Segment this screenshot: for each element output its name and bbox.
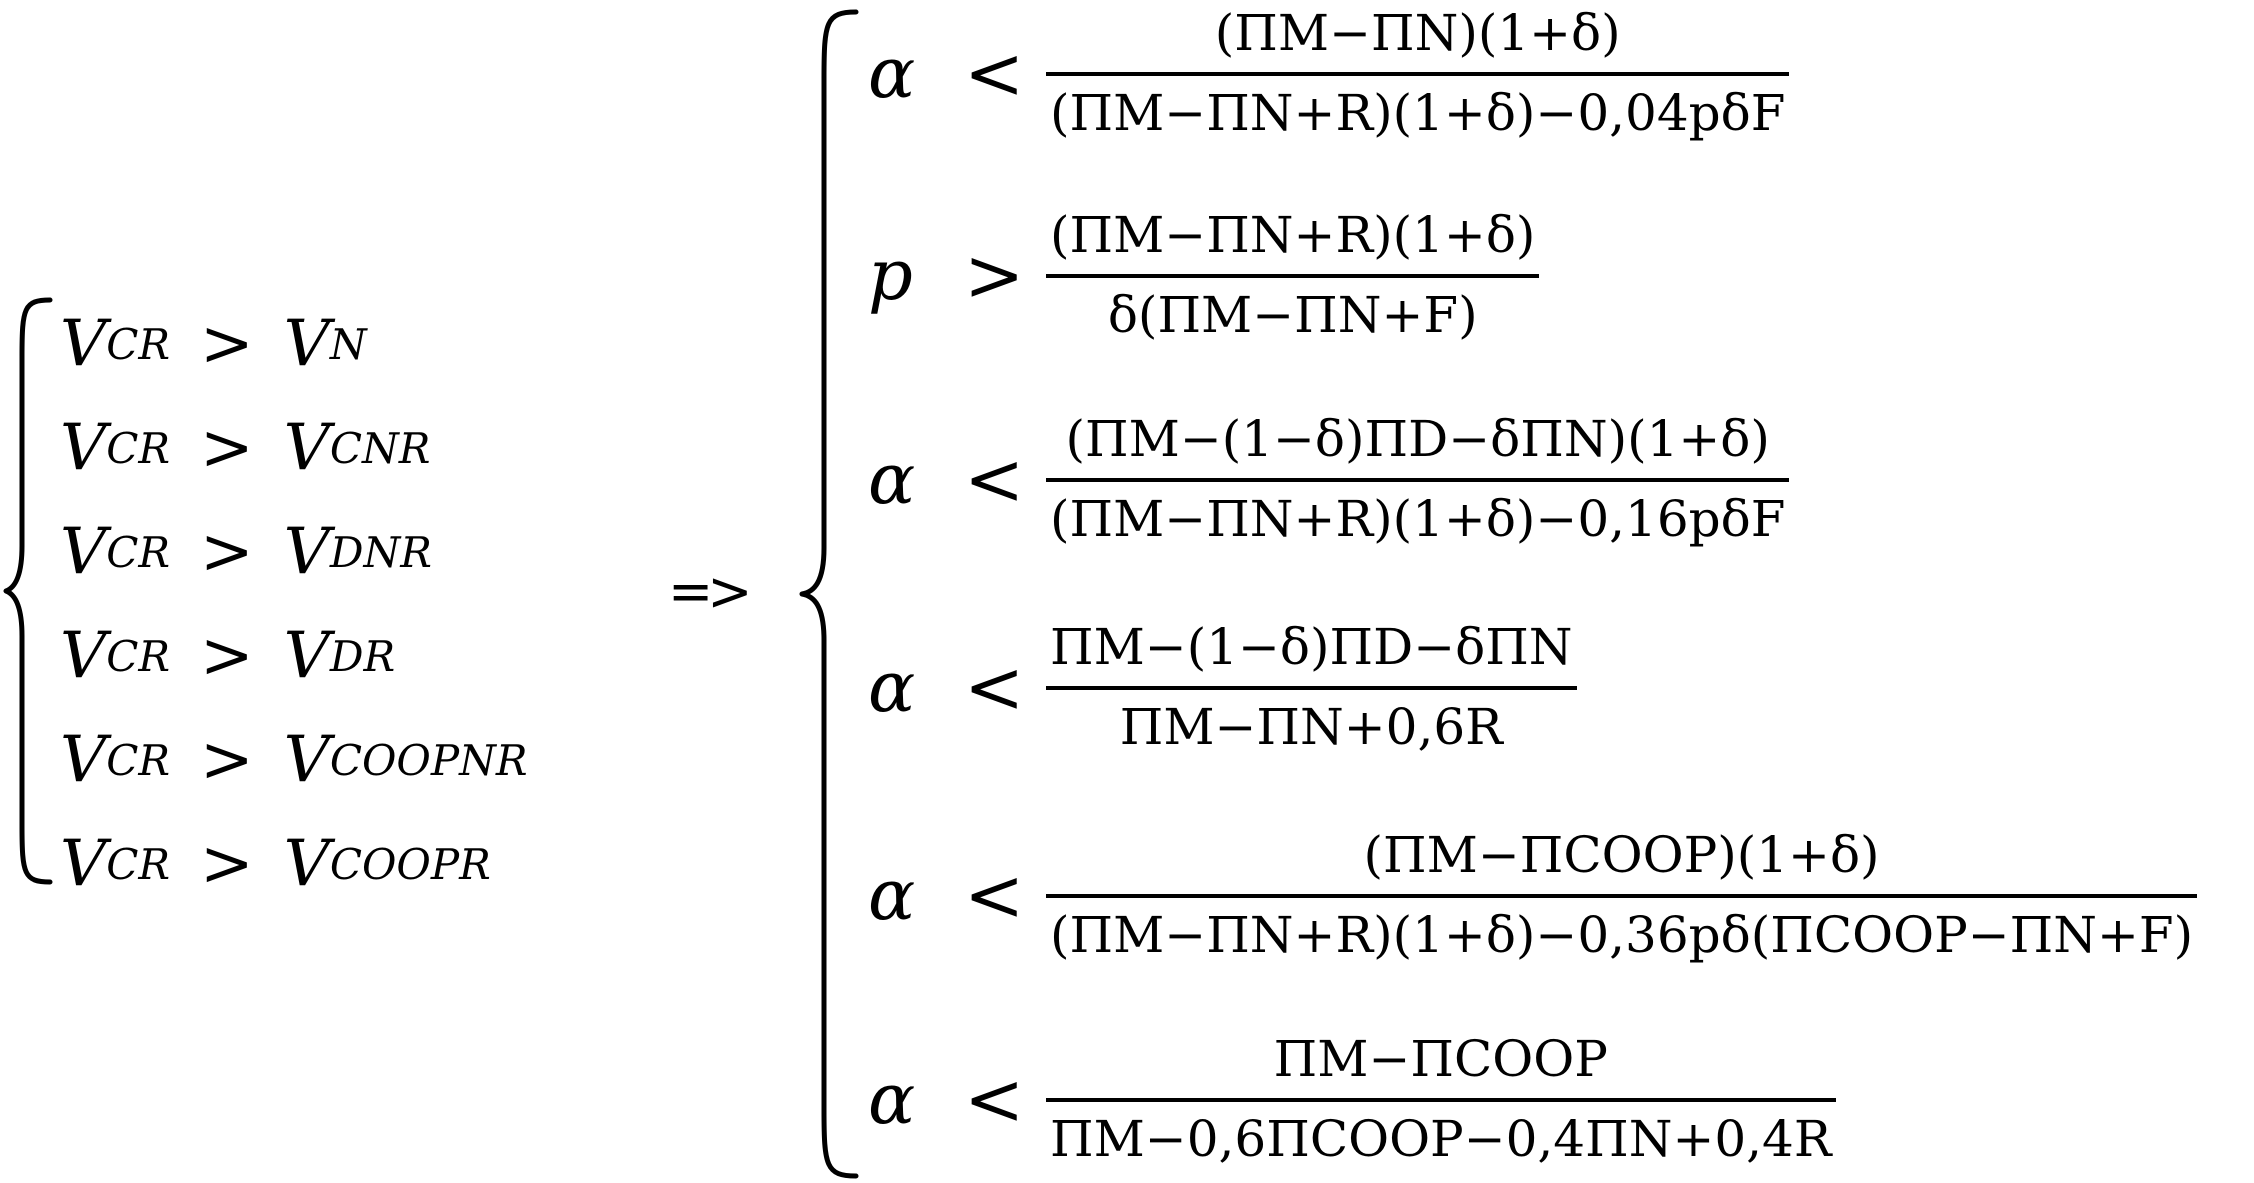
rhs-base: V — [283, 827, 330, 901]
fraction: (ΠM−ΠN+R)(1+δ) δ(ΠM−ΠN+F) — [1046, 206, 1540, 344]
relation-symbol: < — [964, 1057, 1025, 1141]
lhs-base: V — [60, 307, 107, 381]
fraction-denominator: (ΠM−ΠN+R)(1+δ)−0,36pδ(ΠCOOP−ΠN+F) — [1050, 906, 2194, 964]
lhs-base: V — [60, 411, 107, 485]
fraction-bar — [1046, 72, 1790, 76]
fraction-numerator: (ΠM−ΠN)(1+δ) — [1214, 4, 1621, 62]
lhs-subscript: CR — [106, 631, 170, 681]
lhs-subscript: CR — [106, 735, 170, 785]
condition-row: α < ΠM−(1−δ)ΠD−δΠN ΠM−ΠN+0,6R — [868, 618, 1577, 756]
fraction-numerator: (ΠM−ΠCOOP)(1+δ) — [1363, 826, 1880, 884]
right-condition-system: α < (ΠM−ΠN)(1+δ) (ΠM−ΠN+R)(1+δ)−0,04pδF … — [868, 0, 2254, 1183]
fraction-denominator: ΠM−0,6ΠCOOP−0,4ΠN+0,4R — [1050, 1110, 1832, 1168]
fraction-bar — [1046, 894, 2198, 898]
relation-symbol: > — [199, 307, 254, 381]
rhs-subscript: CNR — [329, 423, 431, 473]
implies-arrow: => — [668, 560, 752, 623]
fraction-denominator: δ(ΠM−ΠN+F) — [1107, 286, 1478, 344]
rhs-subscript: COOPNR — [329, 735, 528, 785]
lhs-subscript: CR — [106, 319, 170, 369]
lhs-base: V — [60, 619, 107, 693]
rhs-subscript: N — [329, 319, 367, 369]
fraction-denominator: ΠM−ΠN+0,6R — [1119, 698, 1503, 756]
relation-symbol: < — [964, 853, 1025, 937]
lhs-subscript: CR — [106, 839, 170, 889]
condition-row: α < (ΠM−ΠCOOP)(1+δ) (ΠM−ΠN+R)(1+δ)−0,36p… — [868, 826, 2198, 964]
fraction-numerator: (ΠM−ΠN+R)(1+δ) — [1050, 206, 1536, 264]
fraction: (ΠM−ΠN)(1+δ) (ΠM−ΠN+R)(1+δ)−0,04pδF — [1046, 4, 1790, 142]
rhs-base: V — [283, 515, 330, 589]
relation-symbol: > — [199, 515, 254, 589]
left-system-brace — [3, 297, 53, 885]
fraction-numerator: ΠM−(1−δ)ΠD−δΠN — [1050, 618, 1573, 676]
fraction-denominator: (ΠM−ΠN+R)(1+δ)−0,16pδF — [1050, 490, 1786, 548]
relation-symbol: > — [964, 233, 1025, 317]
condition-lhs: α — [868, 32, 916, 114]
rhs-base: V — [283, 411, 330, 485]
condition-lhs: α — [868, 438, 916, 520]
lhs-subscript: CR — [106, 423, 170, 473]
fraction: ΠM−ΠCOOP ΠM−0,6ΠCOOP−0,4ΠN+0,4R — [1046, 1030, 1836, 1168]
rhs-base: V — [283, 307, 330, 381]
fraction-numerator: ΠM−ΠCOOP — [1273, 1030, 1608, 1088]
right-system-brace — [799, 9, 859, 1179]
rhs-base: V — [283, 619, 330, 693]
relation-symbol: < — [964, 437, 1025, 521]
fraction-numerator: (ΠM−(1−δ)ΠD−δΠN)(1+δ) — [1065, 410, 1770, 468]
fraction-denominator: (ΠM−ΠN+R)(1+δ)−0,04pδF — [1050, 84, 1786, 142]
fraction: (ΠM−(1−δ)ΠD−δΠN)(1+δ) (ΠM−ΠN+R)(1+δ)−0,1… — [1046, 410, 1790, 548]
lhs-base: V — [60, 723, 107, 797]
condition-row: α < (ΠM−(1−δ)ΠD−δΠN)(1+δ) (ΠM−ΠN+R)(1+δ)… — [868, 410, 1790, 548]
fraction: ΠM−(1−δ)ΠD−δΠN ΠM−ΠN+0,6R — [1046, 618, 1577, 756]
relation-symbol: > — [199, 411, 254, 485]
lhs-base: V — [60, 827, 107, 901]
condition-row: α < (ΠM−ΠN)(1+δ) (ΠM−ΠN+R)(1+δ)−0,04pδF — [868, 4, 1790, 142]
lhs-base: V — [60, 515, 107, 589]
rhs-subscript: DNR — [329, 527, 432, 577]
relation-symbol: > — [199, 619, 254, 693]
relation-symbol: < — [964, 31, 1025, 115]
condition-row: α < ΠM−ΠCOOP ΠM−0,6ΠCOOP−0,4ΠN+0,4R — [868, 1030, 1836, 1168]
fraction-bar — [1046, 1098, 1836, 1102]
fraction: (ΠM−ΠCOOP)(1+δ) (ΠM−ΠN+R)(1+δ)−0,36pδ(ΠC… — [1046, 826, 2198, 964]
lhs-subscript: CR — [106, 527, 170, 577]
condition-lhs: α — [868, 854, 916, 936]
rhs-base: V — [283, 723, 330, 797]
fraction-bar — [1046, 478, 1790, 482]
relation-symbol: < — [964, 645, 1025, 729]
fraction-bar — [1046, 274, 1540, 278]
rhs-subscript: DR — [329, 631, 396, 681]
rhs-subscript: COOPR — [329, 839, 491, 889]
relation-symbol: > — [199, 723, 254, 797]
condition-lhs: p — [868, 234, 913, 316]
relation-symbol: > — [199, 827, 254, 901]
condition-lhs: α — [868, 1058, 916, 1140]
condition-lhs: α — [868, 646, 916, 728]
fraction-bar — [1046, 686, 1577, 690]
condition-row: p > (ΠM−ΠN+R)(1+δ) δ(ΠM−ΠN+F) — [868, 206, 1540, 344]
